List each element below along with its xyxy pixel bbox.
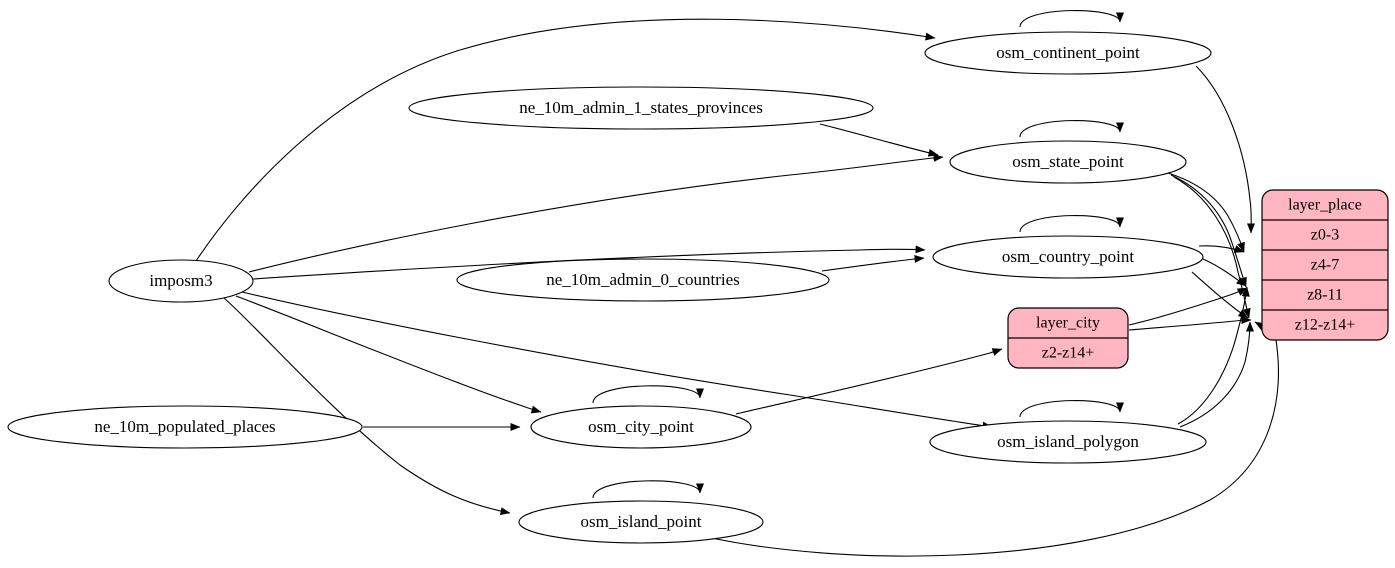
edge-self-osm_island_polygon (1019, 400, 1124, 418)
layer_place-row-z8-11[interactable]: z8-11 (1307, 287, 1343, 304)
node-label: osm_island_point (581, 512, 702, 531)
layer_place-row-z0-3[interactable]: z0-3 (1311, 227, 1339, 244)
edge-osm_country_point-layer_place-z4-7 (1198, 245, 1245, 253)
node-label: ne_10m_admin_1_states_provinces (519, 98, 763, 117)
edge-imposm3-osm_continent_point (195, 18, 936, 262)
edge-osm_state_point-layer_place-z4-7 (1167, 172, 1245, 253)
layer_city-title: layer_city (1036, 315, 1100, 332)
layer_city-row-z2-z14plus[interactable]: z2-z14+ (1042, 345, 1095, 362)
node-label: imposm3 (149, 271, 212, 290)
edge-layer_city-layer_place-z8-11 (1128, 287, 1248, 326)
edge-osm_island_polygon-layer_place-z12-z14+ (1179, 321, 1254, 428)
edge-osm_country_point-layer_place-z8-11 (1202, 258, 1247, 287)
node-ne_10m_admin_1_states_provinces[interactable]: ne_10m_admin_1_states_provinces (408, 86, 874, 130)
node-label: osm_city_point (588, 417, 694, 436)
node-label: osm_state_point (1012, 152, 1124, 171)
edge-imposm3-osm_island_point (223, 297, 511, 516)
edge-self-osm_continent_point (1019, 10, 1124, 28)
layer_place-row-z4-7[interactable]: z4-7 (1311, 257, 1339, 274)
edge-ne_admin1-osm_state_point (819, 123, 939, 157)
node-ne_10m_populated_places[interactable]: ne_10m_populated_places (7, 405, 363, 449)
edge-osm_island_polygon-layer_place-z8-11 (1177, 286, 1250, 425)
node-ne_10m_admin_0_countries[interactable]: ne_10m_admin_0_countries (456, 258, 830, 302)
edge-osm_continent_point-layer_place-z0-3 (1195, 65, 1256, 234)
node-osm_country_point[interactable]: osm_country_point (932, 235, 1204, 279)
node-label: ne_10m_populated_places (94, 417, 275, 436)
edges-layer (195, 10, 1279, 557)
nodes-layer: imposm3 ne_10m_populated_places ne_10m_a… (7, 31, 1212, 544)
node-osm_island_point[interactable]: osm_island_point (518, 500, 764, 544)
edge-self-osm_island_point (592, 480, 704, 499)
node-label: ne_10m_admin_0_countries (546, 270, 740, 289)
edge-imposm3-osm_city_point (235, 295, 542, 414)
node-osm_continent_point[interactable]: osm_continent_point (924, 31, 1212, 75)
node-label: osm_country_point (1002, 247, 1134, 266)
edge-osm_country_point-layer_place-z12-z14+ (1191, 271, 1249, 319)
node-label: osm_continent_point (996, 43, 1140, 62)
layer_place-title: layer_place (1288, 197, 1362, 214)
edge-self-osm_state_point (1019, 120, 1124, 138)
edge-osm_state_point-layer_place-z8-11 (1170, 174, 1247, 288)
edge-self-osm_city_point (592, 385, 704, 404)
edge-osm_state_point-layer_place-z12-z14+ (1173, 176, 1251, 319)
edge-self-osm_country_point (1019, 215, 1124, 233)
edge-imposm3-osm_island_polygon (241, 291, 993, 430)
node-osm_city_point[interactable]: osm_city_point (530, 405, 752, 449)
edge-imposm3-osm_state_point (248, 153, 944, 273)
records-layer: layer_place z0-3 z4-7 z8-11 z12-z14+ lay… (1007, 189, 1389, 369)
edge-ne_admin0-osm_country_point (821, 254, 925, 272)
layer_place-body (1261, 189, 1389, 341)
layer_place-row-z12-z14plus[interactable]: z12-z14+ (1295, 317, 1356, 334)
edge-layer_city-layer_place-z12-z14+ (1128, 316, 1252, 331)
edge-imposm3-osm_country_point (252, 245, 926, 280)
record-layer_place[interactable]: layer_place z0-3 z4-7 z8-11 z12-z14+ (1261, 189, 1389, 341)
node-osm_island_polygon[interactable]: osm_island_polygon (929, 420, 1207, 464)
node-osm_state_point[interactable]: osm_state_point (949, 140, 1187, 184)
edge-osm_city_point-layer_city-z2-z14+ (735, 348, 1003, 415)
node-imposm3[interactable]: imposm3 (108, 259, 254, 303)
record-layer_city[interactable]: layer_city z2-z14+ (1007, 307, 1129, 369)
node-label: osm_island_polygon (997, 432, 1139, 451)
